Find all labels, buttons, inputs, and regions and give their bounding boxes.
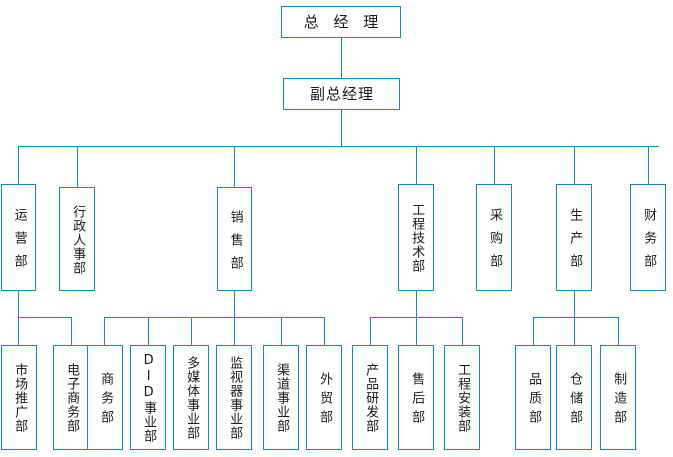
connector-trunk-to-purchasing (494, 146, 495, 184)
connector-engineering-to-after-sales (462, 317, 463, 345)
node-ecommerce-label: 电子商务部 (64, 363, 80, 433)
node-product-rd-label: 产品研发部 (363, 363, 379, 433)
node-channel-division[interactable]: 渠道事业部 (263, 345, 299, 450)
node-sales[interactable]: 销售部 (217, 187, 252, 291)
node-after-sales-label: 售后部 (409, 372, 425, 429)
node-product-rd[interactable]: 产品研发部 (352, 345, 388, 450)
node-admin-hr-label: 行政人事部 (70, 204, 86, 275)
connector-sales-to-foreign-trade (324, 317, 325, 345)
connector-sales-to-multimedia (191, 317, 192, 345)
node-multimedia-division[interactable]: 多媒体事业部 (173, 345, 209, 450)
connector-sales-to-channel (281, 317, 282, 345)
connector-operations-to-ecommerce (71, 317, 72, 345)
connector-sales-bar (104, 317, 324, 318)
connector-trunk-to-operations (18, 146, 19, 184)
node-market-promotion[interactable]: 市场推广部 (1, 345, 37, 450)
node-general-manager-label: 总 经 理 (303, 13, 384, 31)
node-after-sales[interactable]: 售后部 (398, 345, 434, 450)
node-admin-hr[interactable]: 行政人事部 (59, 187, 95, 291)
node-deputy-general-manager[interactable]: 副总经理 (283, 78, 400, 110)
node-operations[interactable]: 运营部 (1, 184, 36, 291)
node-engineering-install[interactable]: 工程安装部 (444, 345, 480, 450)
connector-engineering-to-product-rd (370, 317, 371, 345)
node-quality-label: 品质部 (526, 372, 542, 429)
node-production-label: 生产部 (567, 208, 583, 277)
connector-engineering-bar (370, 317, 462, 318)
node-general-manager[interactable]: 总 经 理 (281, 6, 401, 38)
node-foreign-trade-label: 外贸部 (317, 372, 333, 429)
node-sales-label: 销售部 (227, 209, 243, 279)
node-deputy-general-manager-label: 副总经理 (309, 85, 374, 103)
node-engineering-tech[interactable]: 工程技术部 (398, 184, 434, 291)
connector-sales-to-business (104, 317, 105, 345)
connector-trunk-to-engineering (416, 146, 417, 184)
node-quality[interactable]: 品质部 (515, 345, 551, 450)
node-warehouse[interactable]: 仓储部 (556, 345, 592, 450)
node-channel-division-label: 渠道事业部 (274, 363, 290, 433)
connector-sales-to-did (148, 317, 149, 345)
connector-deputy-to-trunk (341, 110, 342, 146)
node-did-division-label: DID事业部 (141, 353, 157, 443)
node-engineering-install-label: 工程安装部 (455, 363, 471, 433)
node-market-promotion-label: 市场推广部 (12, 363, 28, 433)
node-purchasing[interactable]: 采购部 (476, 184, 512, 291)
connector-trunk-to-finance (648, 146, 649, 184)
node-multimedia-division-label: 多媒体事业部 (184, 356, 200, 440)
node-purchasing-label: 采购部 (487, 208, 503, 277)
connector-main-trunk (18, 146, 659, 147)
connector-production-to-quality (533, 317, 534, 345)
connector-production-bar (533, 317, 618, 318)
node-monitor-division-label: 监视器事业部 (227, 356, 243, 440)
node-manufacturing-label: 制造部 (611, 372, 627, 429)
connector-production-to-manufacturing (618, 317, 619, 345)
node-foreign-trade[interactable]: 外贸部 (306, 345, 342, 450)
node-production[interactable]: 生产部 (556, 184, 592, 291)
node-business-label: 商务部 (98, 372, 114, 429)
connector-operations-bar (18, 317, 71, 318)
connector-trunk-to-production (574, 146, 575, 184)
node-did-division[interactable]: DID事业部 (130, 345, 166, 450)
node-manufacturing[interactable]: 制造部 (600, 345, 636, 450)
connector-gm-to-deputy (341, 38, 342, 78)
connector-trunk-to-sales (234, 146, 235, 187)
node-finance[interactable]: 财务部 (630, 184, 666, 291)
node-monitor-division[interactable]: 监视器事业部 (216, 345, 252, 450)
node-finance-label: 财务部 (641, 208, 657, 277)
node-engineering-tech-label: 工程技术部 (409, 203, 425, 273)
node-warehouse-label: 仓储部 (567, 372, 583, 429)
node-operations-label: 运营部 (11, 208, 27, 277)
node-ecommerce[interactable]: 电子商务部 (53, 345, 89, 450)
connector-trunk-to-admin-hr (77, 146, 78, 187)
node-business[interactable]: 商务部 (87, 345, 123, 450)
